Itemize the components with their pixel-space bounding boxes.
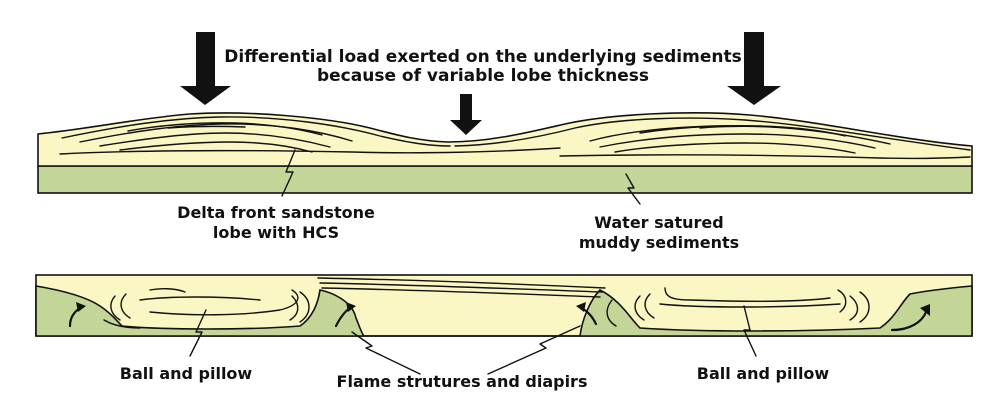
lower-cross-section [35, 274, 973, 375]
zigzag-leader-icon [487, 325, 581, 375]
sandstone-label-line-2: lobe with HCS [213, 223, 339, 242]
load-arrow-icon [450, 94, 482, 135]
sandstone-label-line-1: Delta front sandstone [177, 203, 375, 222]
zigzag-leader-icon [281, 149, 296, 197]
zigzag-leader-icon [351, 331, 421, 375]
upper-cross-section [37, 112, 973, 205]
title-line-1: Differential load exerted on the underly… [224, 47, 741, 67]
curved-flow-arrow-icon [890, 310, 928, 332]
hcs-laminations-left [59, 116, 561, 155]
hcs-laminations-right [454, 117, 971, 160]
load-arrow-icon [180, 32, 231, 105]
ball-pillow-left [103, 287, 310, 329]
flame-structures-label: Flame strutures and diapirs [337, 372, 588, 391]
mud-layer [37, 165, 973, 194]
flow-arrows [68, 302, 930, 332]
zigzag-leader-icon [625, 173, 641, 205]
load-arrows [180, 32, 781, 135]
ball-pillow-left-label: Ball and pillow [120, 364, 253, 383]
ball-pillow-right [606, 287, 870, 327]
zigzag-leader-icon [189, 309, 207, 357]
ball-pillow-right-label: Ball and pillow [697, 364, 830, 383]
lower-laminations [317, 277, 606, 298]
title-line-2: because of variable lobe thickness [317, 66, 649, 86]
load-arrow-icon [727, 32, 781, 105]
zigzag-leader-icon [743, 305, 757, 357]
mud-label-line-1: Water satured [594, 213, 723, 232]
mud-label-line-2: muddy sediments [579, 233, 739, 252]
